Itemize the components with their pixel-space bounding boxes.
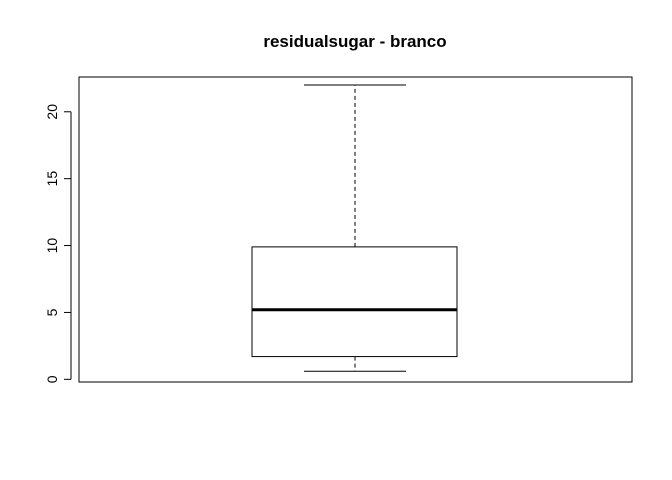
box-plot [251, 84, 458, 372]
chart-title: residualsugar - branco [263, 32, 446, 51]
y-tick-label: 0 [44, 375, 60, 383]
y-tick-label: 10 [44, 238, 60, 254]
y-axis: 0 5 10 15 20 [44, 104, 72, 383]
y-tick-label: 5 [44, 308, 60, 316]
plot-frame [78, 76, 633, 383]
y-tick-label: 15 [44, 171, 60, 187]
y-tick-label: 20 [44, 104, 60, 120]
iqr-box [251, 246, 458, 358]
